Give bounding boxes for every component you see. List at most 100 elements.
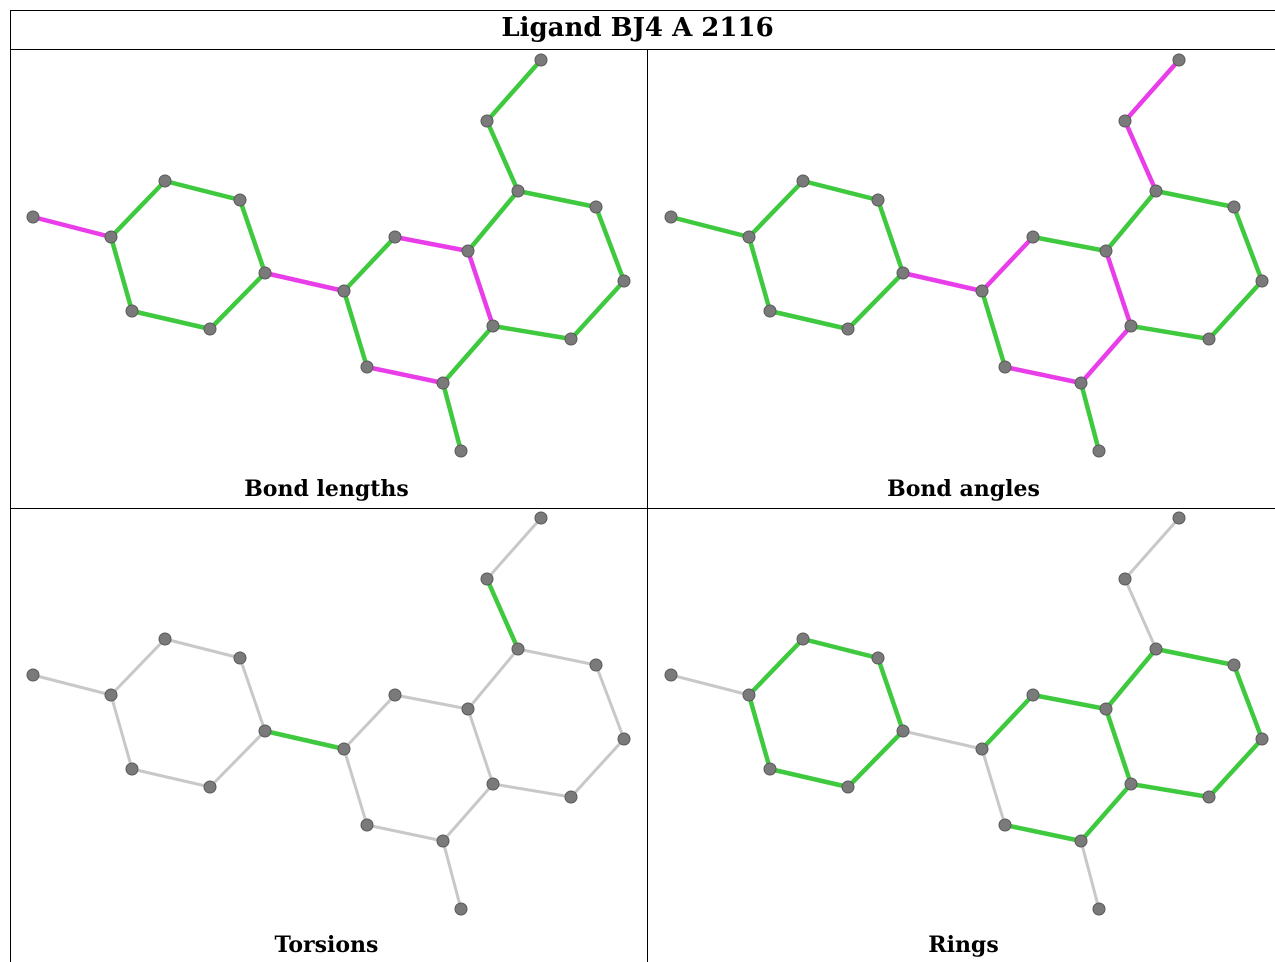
bond-angles-panel: [664, 53, 1269, 458]
bond-ok: [1103, 188, 1159, 254]
atom: [203, 322, 217, 336]
bond-ok: [484, 576, 521, 652]
bond-ok: [341, 288, 370, 370]
atom: [454, 902, 468, 916]
atom: [486, 777, 500, 791]
bond-unassessed: [109, 693, 134, 771]
atom: [1149, 184, 1163, 198]
bond-ok: [568, 278, 627, 342]
bond-outlier: [262, 270, 347, 294]
bond-ok: [746, 178, 806, 240]
bond-ok: [440, 323, 496, 386]
bond-unassessed: [441, 782, 495, 843]
bond-ok: [440, 380, 464, 454]
atom: [461, 702, 475, 716]
atom: [26, 668, 40, 682]
bond-ok: [1206, 736, 1265, 800]
title-divider: [10, 49, 1275, 50]
bond-ok: [1002, 822, 1084, 844]
atom: [388, 688, 402, 702]
bond-outlier: [392, 234, 471, 254]
atom: [534, 53, 548, 67]
atom: [763, 762, 777, 776]
bond-unassessed: [466, 707, 495, 786]
bond-outlier: [1103, 248, 1134, 329]
bond-ok: [767, 766, 851, 790]
atom: [1026, 230, 1040, 244]
atom: [360, 818, 374, 832]
torsions-panel: [26, 511, 631, 916]
atom: [104, 688, 118, 702]
bond-ok: [845, 728, 906, 790]
atom: [589, 658, 603, 672]
bond-ok: [979, 692, 1036, 752]
atom: [233, 193, 247, 207]
atom: [617, 274, 631, 288]
atom: [337, 742, 351, 756]
atom: [158, 174, 172, 188]
bond-ok: [1153, 646, 1237, 668]
bond-unassessed: [109, 637, 167, 697]
bond-outlier: [30, 214, 114, 240]
bond-ok: [341, 234, 398, 294]
bond-ok: [1231, 662, 1265, 742]
bond-unassessed: [208, 729, 267, 789]
top-border: [10, 10, 1275, 11]
bond-ok: [484, 118, 521, 194]
atom: [104, 230, 118, 244]
atom: [1099, 244, 1113, 258]
atom: [461, 244, 475, 258]
bond-ok: [515, 188, 599, 210]
bond-outlier: [1122, 118, 1159, 194]
rings-label: Rings: [928, 932, 999, 958]
bond-ok: [162, 178, 243, 203]
bond-ok: [207, 270, 268, 332]
atom: [796, 632, 810, 646]
atom: [233, 651, 247, 665]
bond-unassessed: [163, 637, 242, 660]
bond-outlier: [364, 364, 446, 386]
atom: [388, 230, 402, 244]
atom: [1074, 834, 1088, 848]
atom: [1227, 658, 1241, 672]
atom: [998, 360, 1012, 374]
bond-unassessed: [980, 747, 1007, 827]
atom: [841, 780, 855, 794]
atom: [1227, 200, 1241, 214]
torsions-label: Torsions: [274, 932, 379, 958]
atom: [1118, 572, 1132, 586]
bond-ok: [1128, 781, 1212, 800]
atom: [203, 780, 217, 794]
atom: [1149, 642, 1163, 656]
bond-unassessed: [901, 729, 984, 751]
center-divider: [647, 49, 648, 962]
atom: [896, 724, 910, 738]
bond-ok: [800, 178, 881, 203]
atom: [1118, 114, 1132, 128]
atom: [454, 444, 468, 458]
bond-unassessed: [342, 693, 397, 751]
bond-ok: [767, 308, 851, 332]
bond-outlier: [1078, 323, 1134, 386]
atom: [564, 332, 578, 346]
atom: [1124, 777, 1138, 791]
atom: [1202, 332, 1216, 346]
atom: [125, 762, 139, 776]
bond-outlier: [900, 270, 985, 294]
atom: [1092, 902, 1106, 916]
atom: [1202, 790, 1216, 804]
bond-ok: [1030, 692, 1109, 712]
bond-ok: [746, 692, 773, 772]
bond-lengths-panel: [26, 53, 631, 458]
bond-ok: [1078, 781, 1134, 844]
bond-unassessed: [238, 656, 267, 733]
bond-outlier: [465, 248, 496, 329]
atom: [258, 724, 272, 738]
bond-unassessed: [441, 839, 463, 911]
atom: [486, 319, 500, 333]
bond-unassessed: [669, 673, 751, 697]
bond-ok: [1153, 188, 1237, 210]
atom: [742, 688, 756, 702]
bond-ok: [490, 323, 574, 342]
bond-unassessed: [594, 663, 626, 741]
